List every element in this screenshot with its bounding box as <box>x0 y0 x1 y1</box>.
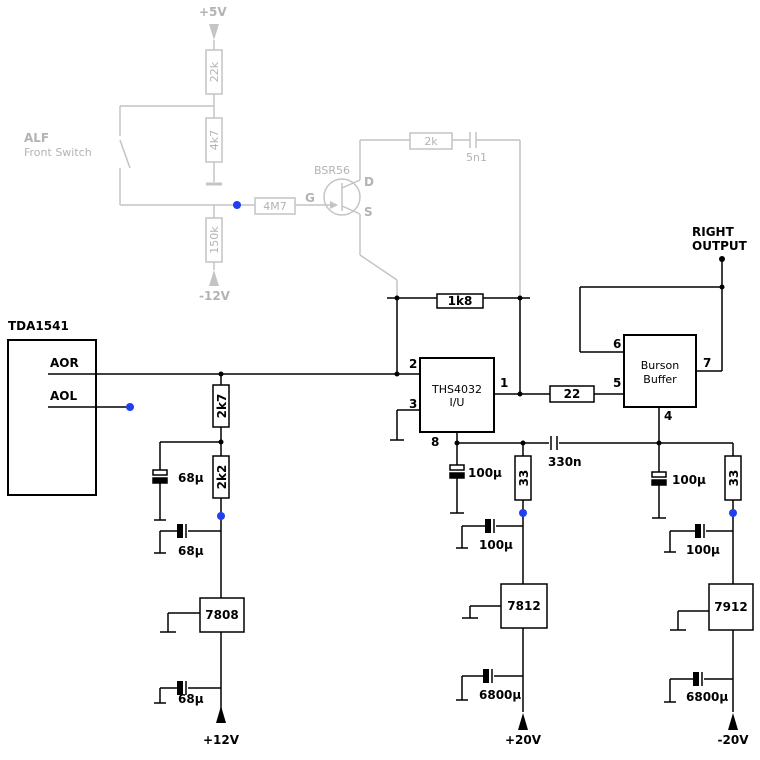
label-100u-mid-1: 100µ <box>468 466 502 480</box>
label-68u-2: 68µ <box>178 544 204 558</box>
label-pin6: 6 <box>613 337 621 351</box>
label-100u-mid-2: 100µ <box>479 538 513 552</box>
label-aor: AOR <box>50 356 79 370</box>
label-pin3: 3 <box>409 397 417 411</box>
left-supply: 2k7 68µ 2k2 68µ 7808 68µ +12V <box>152 371 245 747</box>
label-5n1: 5n1 <box>466 151 487 164</box>
label-plus5v: +5V <box>199 5 227 19</box>
label-33-right: 33 <box>727 470 741 487</box>
label-7912: 7912 <box>714 600 747 614</box>
label-pin7: 7 <box>703 356 711 370</box>
label-6800u-mid: 6800µ <box>479 688 521 702</box>
label-2k: 2k <box>424 135 438 148</box>
label-tda1541: TDA1541 <box>8 319 69 333</box>
right-supply: 100µ 33 100µ 7912 6800µ -20V <box>651 440 754 747</box>
label-pin2: 2 <box>409 357 417 371</box>
opamp-ths4032 <box>419 357 495 433</box>
label-buffer: Buffer <box>643 373 677 386</box>
supply-arrow-plus5v <box>209 24 219 40</box>
label-pin1: 1 <box>500 376 508 390</box>
label-7808: 7808 <box>205 608 238 622</box>
label-right: RIGHT <box>692 225 735 239</box>
label-4k7-gray: 4k7 <box>208 130 221 150</box>
label-33-mid: 33 <box>517 470 531 487</box>
resistor-4m7 <box>254 197 296 215</box>
label-pin5: 5 <box>613 376 621 390</box>
burson-buffer-stage: Burson Buffer 6 5 7 4 RIGHT OUTPUT <box>579 225 748 443</box>
label-2k7: 2k7 <box>215 394 229 419</box>
connection-dot-mid <box>519 509 527 517</box>
supply-arrow-plus12v <box>216 706 226 723</box>
label-drain: D <box>364 175 374 189</box>
label-7812: 7812 <box>507 599 540 613</box>
alf-section: +5V 22k 4k7 ALF Front Switch 150k -12V 4… <box>24 5 521 303</box>
label-plus12v: +12V <box>203 733 240 747</box>
label-68u-3: 68µ <box>178 692 204 706</box>
connection-dot-alf <box>233 201 241 209</box>
label-source: S <box>364 205 373 219</box>
label-gate: G <box>305 191 315 205</box>
resistor-1k8 <box>436 293 484 309</box>
supply-arrow-minus12v <box>209 270 219 286</box>
label-burson: Burson <box>641 359 680 372</box>
connection-dot-right <box>729 509 737 517</box>
mid-supply: 330n 100µ 33 100µ 7812 6800µ +2 <box>449 436 733 747</box>
label-150k: 150k <box>208 226 221 254</box>
label-front-switch: Front Switch <box>24 146 92 159</box>
label-plus20v: +20V <box>505 733 542 747</box>
label-68u-1: 68µ <box>178 471 204 485</box>
label-ths4032: THS4032 <box>431 383 482 396</box>
label-minus12v: -12V <box>199 289 231 303</box>
burson-buffer <box>623 334 697 408</box>
label-22: 22 <box>564 387 581 401</box>
label-4m7: 4M7 <box>263 200 287 213</box>
label-bsr56: BSR56 <box>314 164 350 177</box>
connection-dot-left <box>217 512 225 520</box>
label-pin8: 8 <box>431 435 439 449</box>
label-2k2: 2k2 <box>215 465 229 490</box>
label-330n: 330n <box>548 455 582 469</box>
connection-dot-aol <box>126 403 134 411</box>
label-alf: ALF <box>24 131 49 145</box>
label-1k8: 1k8 <box>448 294 473 308</box>
label-pin4: 4 <box>664 409 672 423</box>
label-100u-right-1: 100µ <box>672 473 706 487</box>
label-22k: 22k <box>208 61 221 82</box>
output-terminal <box>719 256 725 262</box>
label-100u-right-2: 100µ <box>686 543 720 557</box>
label-6800u-right: 6800µ <box>686 690 728 704</box>
label-minus20v: -20V <box>718 733 750 747</box>
label-iu: I/U <box>449 396 464 409</box>
tda1541-block: TDA1541 AOR AOL <box>7 319 397 496</box>
ths4032-stage: 1k8 2 THS4032 I/U 3 1 22 8 <box>387 293 624 449</box>
tda1541-chip <box>7 339 97 496</box>
jfet-bsr56 <box>323 178 361 216</box>
regulator-7808 <box>199 597 245 633</box>
regulator-7912 <box>708 583 754 631</box>
supply-arrow-plus20v <box>518 713 528 730</box>
label-aol: AOL <box>50 389 77 403</box>
label-output: OUTPUT <box>692 239 748 253</box>
supply-arrow-minus20v <box>728 713 738 730</box>
resistor-2k <box>409 132 453 150</box>
